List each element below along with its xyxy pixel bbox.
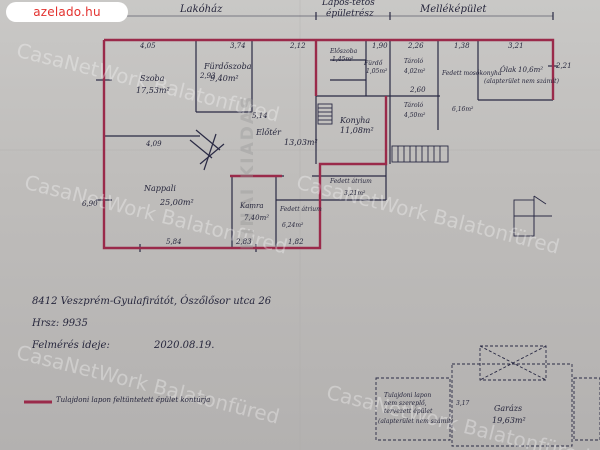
- dimension-label: 2,12: [290, 42, 306, 50]
- room-name: Fürdőszoba: [204, 62, 252, 71]
- room-name: Tároló: [404, 102, 424, 109]
- room-name: Tároló: [404, 58, 424, 65]
- room-name: Előtér: [256, 128, 281, 137]
- room-area: 13,03m²: [284, 138, 318, 147]
- address-line-1: 8412 Veszprém-Gyulafirátót, Ószőlősor ut…: [32, 296, 272, 307]
- room-area: 11,08m²: [340, 126, 374, 135]
- room-area: 1,45m²: [332, 56, 354, 63]
- room-area: 4,50m²: [404, 112, 426, 119]
- dimension-label: 3,74: [230, 42, 246, 50]
- room-name: Szoba: [140, 74, 165, 83]
- neighbor-middle-label-1: Lapos-tetős: [322, 0, 375, 8]
- dimension-label: 6,90: [82, 200, 98, 208]
- room-name: Konyha: [340, 116, 371, 125]
- registered-contour: [102, 38, 555, 250]
- room-note: (alapterület nem számít): [484, 78, 559, 85]
- dimension-label: 1,38: [454, 42, 470, 50]
- room-area: 10,6m²: [518, 66, 544, 74]
- room-name: Előszoba: [330, 48, 358, 55]
- room-name: Fedett mosókonyha: [442, 70, 502, 77]
- neighbor-left-label: Lakóház: [180, 4, 223, 15]
- neighbor-middle-label-2: épületrész: [326, 9, 374, 19]
- dimension-label: 4,05: [140, 42, 156, 50]
- garage-note-4: (alapterület nem számít): [378, 418, 453, 425]
- survey-date: 2020.08.19.: [154, 340, 215, 351]
- address-line-3: Felmérés ideje:: [32, 340, 110, 351]
- dimension-label: 5,14: [252, 112, 268, 120]
- address-line-2: Hrsz: 9935: [32, 318, 88, 329]
- dimension-label: 2,83: [236, 238, 252, 246]
- garage-name: Garázs: [494, 404, 523, 413]
- garage-area: 19,63m²: [492, 416, 526, 425]
- site-logo[interactable]: azelado.hu: [6, 2, 128, 22]
- room-area: 9,40m²: [210, 74, 239, 83]
- neighbor-right-label: Melléképület: [420, 4, 487, 15]
- dimension-label: 2,60: [410, 86, 426, 94]
- interior-stairs: [317, 103, 333, 125]
- garage-outline: [375, 345, 600, 447]
- site-logo-text: azelado.hu: [33, 5, 101, 19]
- room-name: Kamra: [240, 202, 264, 210]
- room-area: 7,40m²: [244, 214, 270, 222]
- room-name: Fedett átrium: [330, 178, 372, 185]
- dimension-label: 2,93: [200, 72, 216, 80]
- room-area: 6,24m²: [282, 222, 304, 229]
- room-name: Nappali: [144, 184, 176, 193]
- garage-note-1: Tulajdoni lapon: [384, 392, 432, 399]
- room-area: 25,00m²: [160, 198, 194, 207]
- garage-note-2: nem szereplő,: [384, 400, 427, 407]
- dimension-label: 5,84: [166, 238, 182, 246]
- dimension-label: 2,26: [408, 42, 424, 50]
- dimension-label: 1,82: [288, 238, 304, 246]
- room-area: 4,02m²: [404, 68, 426, 75]
- dimension-label: 4,09: [146, 140, 162, 148]
- dimension-label: 3,21: [508, 42, 524, 50]
- room-name: Ólak: [500, 66, 517, 74]
- room-area: 6,16m²: [452, 106, 474, 113]
- room-name: Fürdő: [364, 60, 383, 67]
- north-arrow-icon: [513, 195, 552, 237]
- dimension-label: 2,21: [556, 62, 572, 70]
- legend-text: Tulajdoni lapon feltüntetett épület kont…: [56, 396, 211, 404]
- dimension-label: 1,90: [372, 42, 388, 50]
- room-area: 3,21m²: [344, 190, 366, 197]
- garage-note-3: tervezett épület: [384, 408, 433, 415]
- exterior-stairs: [391, 145, 449, 163]
- room-name: Fedett átrium: [280, 206, 322, 213]
- room-area: 1,05m²: [366, 68, 388, 75]
- room-area: 17,53m²: [136, 86, 170, 95]
- garage-dimension: 3,17: [456, 400, 470, 407]
